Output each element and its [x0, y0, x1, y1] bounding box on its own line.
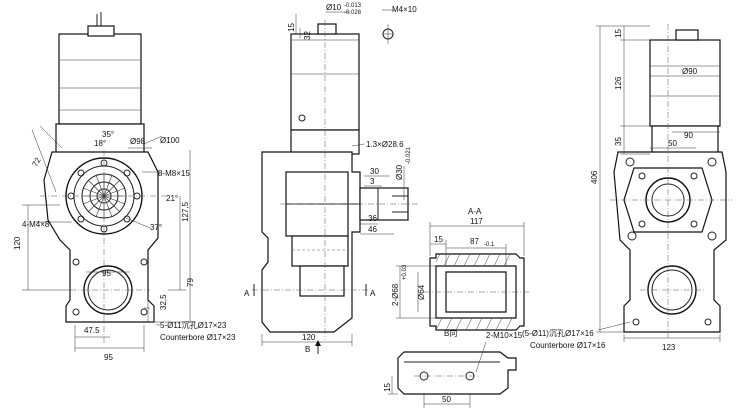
front-view-labels: 72 35° 18° Ø98 Ø100 8-M8×15 21° 127,5 4-… [13, 130, 236, 362]
view-b-body [397, 351, 517, 395]
dim-32-5: 32,5 [159, 294, 168, 310]
dim-phi30: Ø30 [395, 164, 404, 180]
dim-2m10x15: 2-M10×15 [486, 331, 523, 340]
dim-95-bottom: 95 [104, 353, 113, 362]
section-aa-labels: A-A 117 15 87 -0.1 2-Ø68 +0.03 Ø64 [391, 207, 495, 306]
dim-32: 32 [303, 31, 312, 40]
lower-block [291, 235, 349, 267]
dim-m4x10: M4×10 [392, 5, 417, 14]
mount-hole [140, 258, 148, 266]
dim-47-5: 47.5 [84, 326, 100, 335]
right-view [596, 24, 732, 342]
dim-phi10-tol-up: -0.013 [344, 3, 362, 9]
dim-phi100: Ø100 [160, 136, 180, 145]
dim-46: 46 [368, 225, 377, 234]
dim-50-b: 50 [442, 395, 451, 404]
bolt-hole [123, 169, 131, 177]
dim-127-5: 127,5 [181, 201, 190, 222]
dim-87-tol: -0.1 [484, 242, 495, 248]
dim-phi10-tol-dn: -0.028 [344, 10, 362, 16]
dim-120-side: 120 [302, 333, 316, 342]
motor-body [58, 33, 142, 125]
view-b [388, 341, 517, 408]
dim-phi10: Ø10 [326, 3, 342, 12]
dim-chamfer: 1.3×Ø28.6 [366, 140, 404, 149]
dim-36: 36 [368, 214, 377, 223]
dim-phi90-top: Ø90 [682, 67, 698, 76]
holes-note: 5-Ø11沉孔Ø17×23 [160, 321, 227, 330]
bolt-hole [123, 215, 131, 223]
dim-126: 126 [614, 76, 623, 90]
mount-hole [140, 308, 148, 316]
motor-flange [55, 123, 145, 155]
dim-21deg: 21° [166, 194, 178, 203]
section-aa [396, 222, 530, 331]
dim-79: 79 [186, 278, 195, 287]
counterbore-note: Counterbore Ø17×23 [160, 333, 236, 342]
dim-87: 87 [470, 237, 479, 246]
dim-406: 406 [590, 170, 599, 184]
motor-terminal-box [87, 25, 115, 37]
view-b-title: B向 [444, 328, 457, 338]
right-view-labels: 15 Ø90 126 90 35 50 406 123 (5-Ø11)沉孔Ø17… [522, 29, 698, 352]
side-view [252, 9, 420, 354]
gear-housing [43, 151, 159, 323]
side-view-labels: Ø10 -0.013 -0.028 M4×10 15 32 1.3×Ø28.6 … [244, 3, 417, 354]
motor-flange-right [651, 125, 719, 155]
dim-35: 35 [614, 137, 623, 146]
dim-15-right: 15 [614, 29, 623, 38]
section-a-right: A [370, 289, 376, 298]
dim-2phi68-tol: +0.03 [402, 264, 408, 280]
section-a-left: A [244, 289, 250, 298]
dim-phi64: Ø64 [417, 284, 426, 300]
dim-18deg: 18° [94, 139, 106, 148]
dim-8m8x15: 8-M8×15 [158, 169, 190, 178]
dim-phi30-tol: -0.021 [406, 146, 412, 164]
lower-boss [299, 265, 345, 297]
dim-4m4x8: 4-M4×8 [22, 220, 50, 229]
dim-phi98: Ø98 [130, 137, 146, 146]
dim-15-b: 15 [383, 383, 392, 392]
dim-95-inner: 95 [102, 269, 111, 278]
dim-90: 90 [684, 131, 693, 140]
dim-15: 15 [287, 23, 296, 32]
dim-30: 30 [370, 167, 379, 176]
dim-2phi68: 2-Ø68 [391, 283, 400, 306]
mount-hole [72, 308, 80, 316]
dim-15-aa: 15 [434, 235, 443, 244]
bolt-hole [77, 215, 85, 223]
mount-hole [72, 258, 80, 266]
view-b-labels: B向 2-M10×15 15 50 [383, 328, 523, 404]
front-view [22, 12, 196, 352]
dim-37deg: 37° [150, 223, 162, 232]
dim-117: 117 [470, 217, 483, 226]
motor-terminal-right [675, 29, 699, 41]
section-aa-title: A-A [468, 207, 482, 216]
dim-123: 123 [662, 343, 676, 352]
dim-50-right: 50 [668, 139, 677, 148]
bolt-hole [77, 169, 85, 177]
motor-body-right [649, 39, 721, 127]
dim-35deg: 35° [102, 130, 114, 139]
counterbore-note-right: Counterbore Ø17×16 [530, 341, 606, 350]
dim-120: 120 [13, 236, 22, 250]
dim-72: 72 [30, 156, 43, 169]
dim-3: 3 [370, 177, 375, 186]
motor-shaft-cap [317, 23, 337, 35]
view-b-label: B [305, 345, 310, 354]
section-hatching [435, 253, 513, 331]
holes-note-right: (5-Ø11)沉孔Ø17×16 [522, 329, 594, 338]
